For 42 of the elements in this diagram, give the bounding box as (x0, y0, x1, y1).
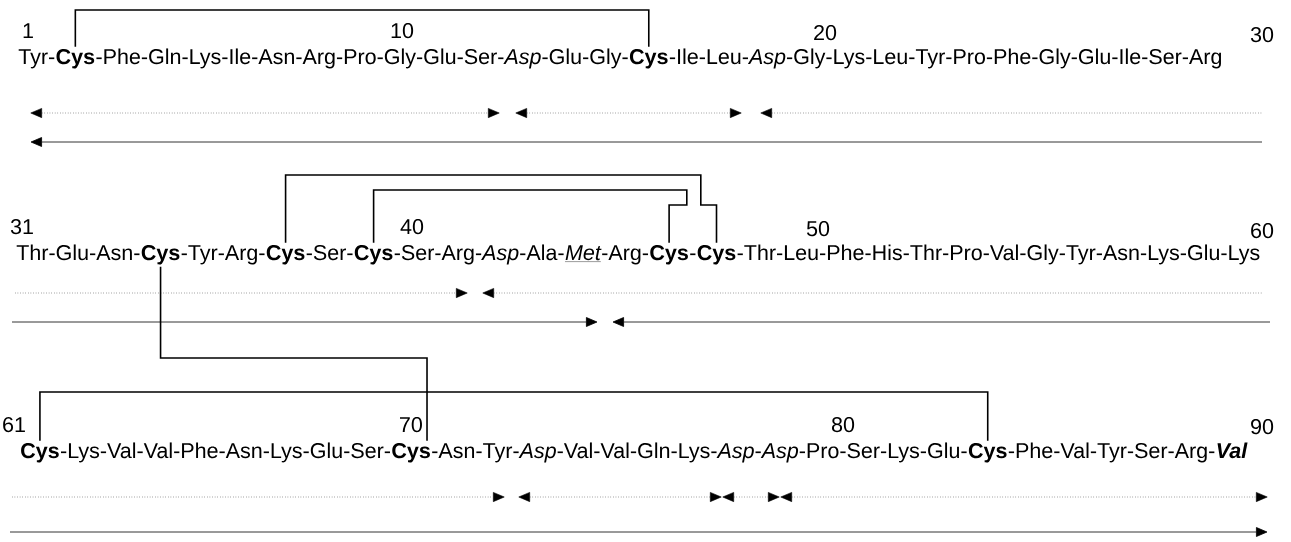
residue-label: Cys (354, 245, 393, 265)
residue-label: Cys (629, 49, 668, 69)
sequence-text: - (690, 253, 696, 256)
residue-label: Cys (650, 245, 688, 265)
residue-number: 30 (1250, 27, 1274, 43)
sequence-text: Tyr- (18, 49, 55, 69)
sequence-text: -Tyr-Arg- (181, 245, 265, 265)
bracket-line (74, 9, 650, 48)
residue-number: 20 (814, 25, 837, 41)
residue-number: 80 (832, 417, 855, 433)
bracket-line (39, 391, 989, 442)
sequence-text: -Ser- (306, 245, 353, 261)
sequence-text: -Asn-Tyr-Asp-Val-Val-Gln-Lys-Asp-Asp-Pro-Ser-Lys-Glu- (432, 442, 967, 463)
residue-number: 50 (806, 221, 830, 237)
residue-number: 70 (400, 417, 422, 433)
residue-number: 1 (23, 23, 33, 38)
sequence-text: -Arg- (602, 245, 649, 265)
sequence-text: -Ser-Arg-Asp-Ala- (394, 244, 564, 265)
sequence-text: -Thr-Leu-Phe-His-Thr-Pro-Val-Gly-Tyr-Asn-Lys-Glu-Lys (737, 244, 1260, 265)
bracket-line (159, 265, 428, 442)
residue-number: 60 (1251, 223, 1274, 239)
residue-label: Cys (697, 245, 736, 265)
residue-number: 31 (10, 219, 33, 235)
residue-label: Cys (21, 443, 59, 463)
residue-number: 61 (3, 417, 25, 433)
sequence-text: Thr-Glu-Asn- (16, 244, 140, 261)
sequence-text: -Lys-Val-Val-Phe-Asn-Lys-Glu-Ser- (61, 442, 390, 463)
sequence-text: Val (1217, 442, 1248, 459)
residue-label: Cys (392, 443, 430, 463)
residue-number: 90 (1251, 419, 1274, 435)
sequence-text: -Phe-Val-Tyr-Ser-Arg- (1008, 442, 1215, 463)
residue-number: 40 (400, 219, 424, 235)
sequence-text: Met (564, 245, 602, 262)
residue-label: Cys (141, 245, 180, 265)
residue-label: Cys (968, 443, 1007, 463)
residue-label: Cys (266, 245, 305, 265)
bracket-line (284, 174, 718, 244)
sequence-text: -Phe-Gln-Lys-Ile-Asn-Arg-Pro-Gly-Glu-Ser-Asp-Glu-Gly- (96, 48, 628, 69)
residue-number: 10 (391, 23, 414, 39)
residue-label: Cys (56, 49, 95, 69)
sequence-text: -Ile-Leu-Asp-Gly-Lys-Leu-Tyr-Pro-Phe-Gly-Glu-Ile-Ser-Arg (669, 48, 1222, 69)
bracket-line (372, 189, 688, 244)
